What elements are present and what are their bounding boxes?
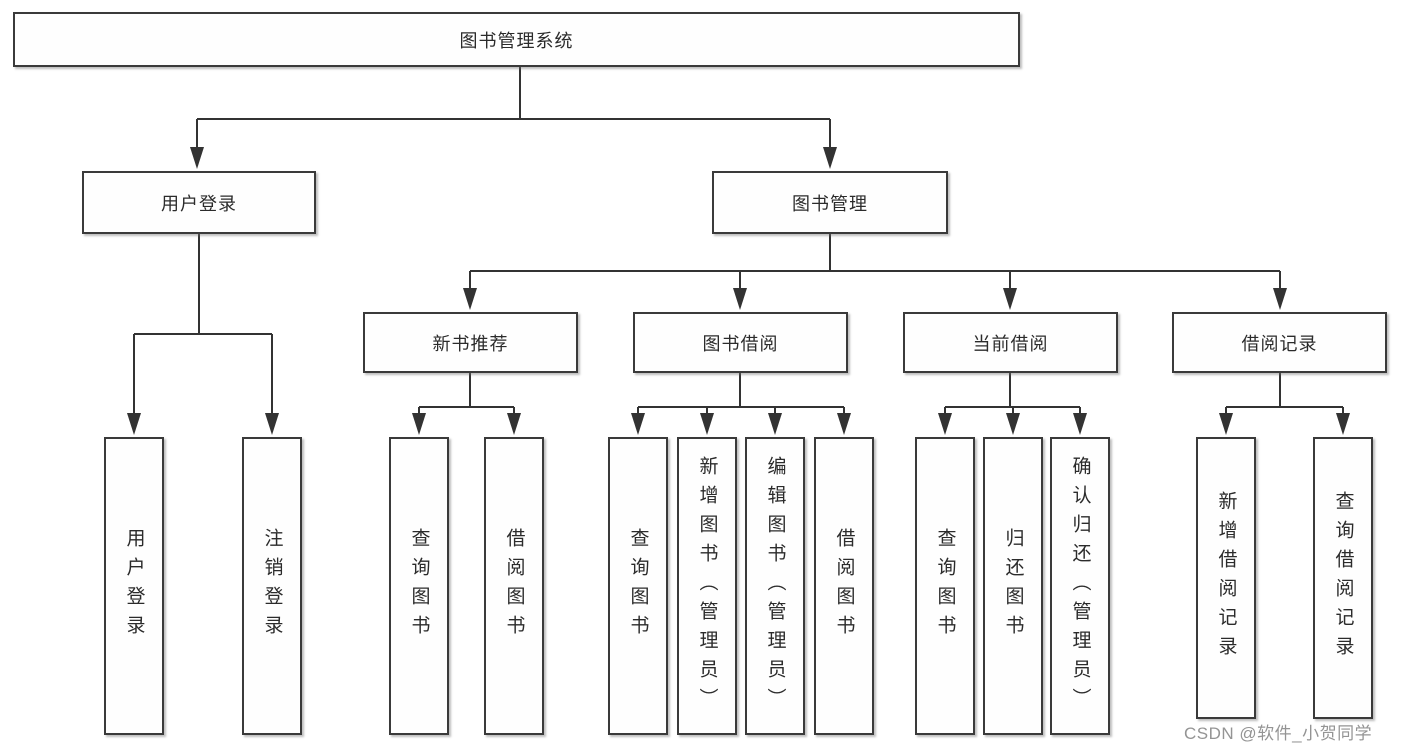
node-borrow-records-label: 借阅记录 bbox=[1241, 333, 1318, 354]
leaf-edit-book-admin-label: 编辑图书（管理员） bbox=[764, 455, 786, 717]
node-new-book-recommend-label: 新书推荐 bbox=[432, 333, 509, 354]
leaf-query-borrow-record-label: 查询借阅记录 bbox=[1332, 491, 1354, 665]
leaf-add-borrow-record-label: 新增借阅记录 bbox=[1215, 491, 1237, 665]
node-current-borrowing-label: 当前借阅 bbox=[972, 333, 1049, 354]
leaf-borrow-book: 借阅图书 bbox=[814, 437, 874, 735]
leaf-query-book-recommend: 查询图书 bbox=[389, 437, 449, 735]
leaf-user-login-label: 用户登录 bbox=[123, 528, 145, 644]
leaf-return-book-label: 归还图书 bbox=[1002, 528, 1024, 644]
leaf-logout: 注销登录 bbox=[242, 437, 302, 735]
leaf-add-book-admin: 新增图书（管理员） bbox=[677, 437, 737, 735]
node-book-borrowing-label: 图书借阅 bbox=[702, 333, 779, 354]
node-user-login: 用户登录 bbox=[82, 171, 316, 234]
leaf-query-book-current-label: 查询图书 bbox=[934, 528, 956, 644]
leaf-confirm-return-admin-label: 确认归还（管理员） bbox=[1069, 455, 1091, 717]
leaf-user-login: 用户登录 bbox=[104, 437, 164, 735]
leaf-return-book: 归还图书 bbox=[983, 437, 1043, 735]
node-book-borrowing: 图书借阅 bbox=[633, 312, 848, 373]
node-root-label: 图书管理系统 bbox=[459, 30, 574, 51]
node-borrow-records: 借阅记录 bbox=[1172, 312, 1387, 373]
leaf-query-book-borrowing-label: 查询图书 bbox=[627, 528, 649, 644]
node-root: 图书管理系统 bbox=[13, 12, 1020, 67]
leaf-logout-label: 注销登录 bbox=[261, 528, 283, 644]
node-user-login-label: 用户登录 bbox=[161, 193, 237, 214]
node-current-borrowing: 当前借阅 bbox=[903, 312, 1118, 373]
node-book-management: 图书管理 bbox=[712, 171, 948, 234]
leaf-confirm-return-admin: 确认归还（管理员） bbox=[1050, 437, 1110, 735]
leaf-query-book-current: 查询图书 bbox=[915, 437, 975, 735]
leaf-add-book-admin-label: 新增图书（管理员） bbox=[696, 455, 718, 717]
leaf-borrow-book-label: 借阅图书 bbox=[833, 528, 855, 644]
leaf-add-borrow-record: 新增借阅记录 bbox=[1196, 437, 1256, 719]
leaf-borrow-book-recommend: 借阅图书 bbox=[484, 437, 544, 735]
leaf-borrow-book-recommend-label: 借阅图书 bbox=[503, 528, 525, 644]
leaf-query-borrow-record: 查询借阅记录 bbox=[1313, 437, 1373, 719]
node-book-management-label: 图书管理 bbox=[792, 193, 868, 214]
watermark: CSDN @软件_小贺同学 bbox=[1184, 724, 1373, 743]
leaf-query-book-borrowing: 查询图书 bbox=[608, 437, 668, 735]
leaf-edit-book-admin: 编辑图书（管理员） bbox=[745, 437, 805, 735]
node-new-book-recommend: 新书推荐 bbox=[363, 312, 578, 373]
leaf-query-book-recommend-label: 查询图书 bbox=[408, 528, 430, 644]
